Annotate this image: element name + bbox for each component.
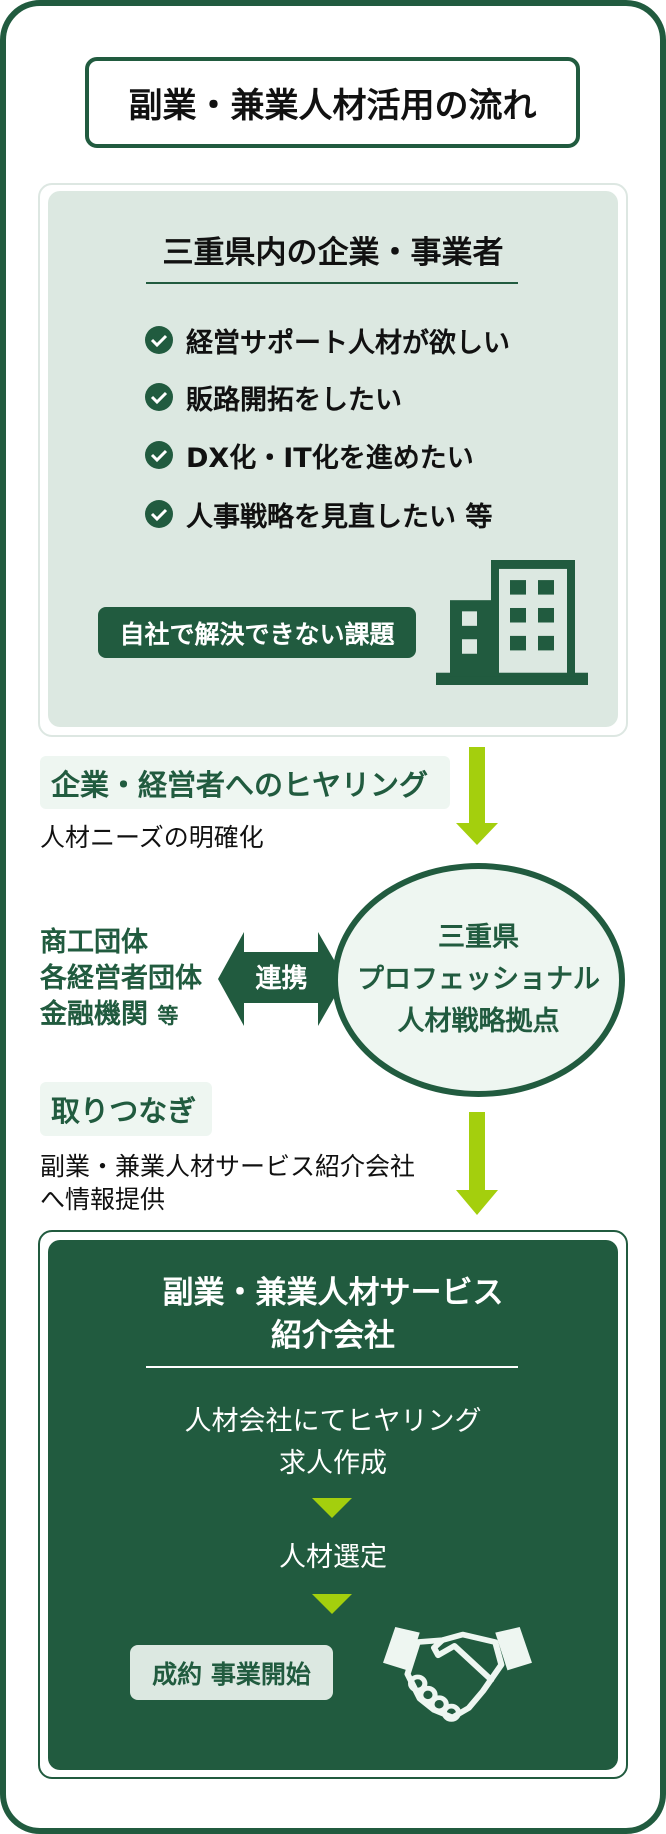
handshake-icon [383, 1627, 532, 1722]
step-triangle-icon [312, 1594, 352, 1614]
agency-step: 人材選定 [279, 1542, 387, 1573]
agency-step-line: 求人作成 [279, 1448, 387, 1479]
check-item: 経営サポート人材が欲しい [144, 322, 510, 359]
agency-card-border [38, 1230, 628, 1779]
check-circle-icon [145, 326, 173, 354]
agency-heading-line: 副業・兼業人材サービス [162, 1275, 504, 1311]
page-title: 副業・兼業人材活用の流れ [85, 57, 580, 148]
hearing-desc: 人材ニーズの明確化 [40, 823, 264, 852]
result-label: 成約 事業開始 [130, 1645, 333, 1700]
agency-heading: 副業・兼業人材サービス 紹介会社 [48, 1272, 618, 1358]
partner-item: 金融機関 [40, 999, 148, 1030]
heading-divider [146, 282, 518, 284]
partner-list: 商工団体 各経営者団体 金融機関 等 [40, 925, 202, 1034]
step-triangle-icon [312, 1498, 352, 1518]
company-card-border [38, 183, 628, 737]
check-label: DX化・IT化を進めたい [186, 442, 474, 474]
agency-step: 人材会社にてヒヤリング 求人作成 [48, 1401, 618, 1485]
check-item: DX化・IT化を進めたい [144, 437, 474, 474]
check-circle-icon [145, 441, 173, 469]
hub-line: 人材戦略拠点 [397, 1006, 560, 1037]
company-card-heading: 三重県内の企業・事業者 [162, 235, 504, 271]
hub-line: 三重県 [438, 922, 519, 953]
check-label: 経営サポート人材が欲しい [186, 327, 510, 359]
hearing-label: 企業・経営者へのヒヤリング [40, 756, 450, 809]
agency-divider [146, 1366, 518, 1368]
matching-desc-line: へ情報提供 [40, 1185, 166, 1214]
check-label: 人事戦略を見直したい 等 [186, 501, 493, 533]
matching-desc-line: 副業・兼業人材サービス紹介会社 [40, 1152, 416, 1181]
issue-label: 自社で解決できない課題 [98, 607, 416, 658]
down-arrow-icon [456, 747, 498, 845]
matching-label: 取りつなぎ [40, 1082, 212, 1136]
building-icon [436, 560, 588, 685]
check-circle-icon [145, 383, 173, 411]
hub-circle: 三重県 プロフェッショナル 人材戦略拠点 [332, 863, 625, 1097]
check-label: 販路開拓をしたい [186, 384, 402, 416]
hub-line: プロフェッショナル [357, 964, 600, 995]
partner-item: 商工団体 [40, 927, 148, 958]
agency-step-line: 人材会社にてヒヤリング [184, 1406, 482, 1437]
agency-heading-line: 紹介会社 [271, 1318, 395, 1354]
partner-suffix: 等 [157, 1004, 179, 1028]
check-circle-icon [145, 500, 173, 528]
double-arrow-icon [218, 932, 345, 1026]
check-item: 販路開拓をしたい [144, 379, 402, 416]
down-arrow-icon [456, 1112, 498, 1215]
link-label: 連携 [255, 964, 308, 994]
partner-item: 各経営者団体 [40, 963, 202, 994]
matching-desc: 副業・兼業人材サービス紹介会社 へ情報提供 [40, 1150, 415, 1216]
check-item: 人事戦略を見直したい 等 [144, 496, 493, 533]
